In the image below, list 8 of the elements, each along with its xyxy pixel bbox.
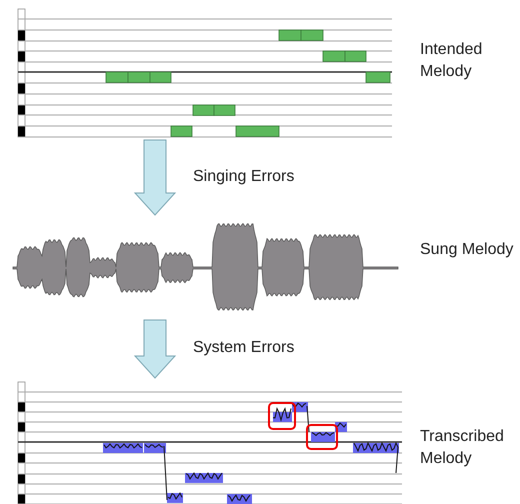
panel-label: Intended Melody <box>420 40 484 82</box>
piano-roll-drawing <box>16 8 392 140</box>
edge-label: Singing Errors <box>193 168 294 186</box>
block-arrow <box>134 320 176 379</box>
block-arrow <box>134 140 176 216</box>
edge-label: System Errors <box>193 339 294 357</box>
panel-label: Transcribed Melody <box>420 427 505 469</box>
panel-label: Sung Melody <box>420 240 514 260</box>
